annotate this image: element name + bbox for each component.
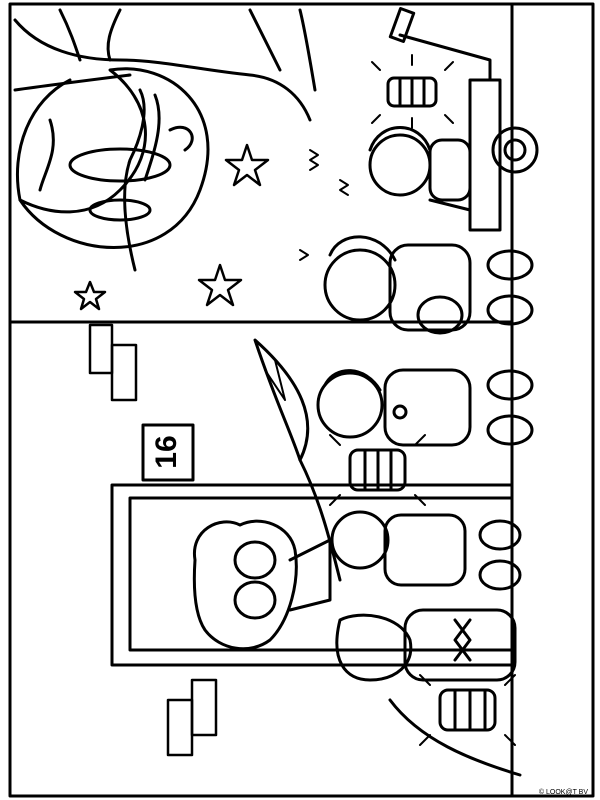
child-fourth [330,510,522,591]
crescent-lantern [253,338,310,462]
lantern-middle [298,434,426,582]
adult-at-door [192,519,332,651]
child-top [368,126,472,212]
house-number: 16 [150,435,183,468]
moon [15,67,210,249]
star-icon [224,143,270,187]
lantern-top [371,54,454,129]
page-border [8,2,595,798]
copyright-text: © LOOK@T BV [538,789,588,796]
front-door [110,483,514,667]
house-number-plate [141,423,195,482]
child-second [323,235,534,335]
stars [73,143,270,311]
lantern-bottom [388,674,522,777]
child-fifth [335,608,517,682]
tree [13,8,317,272]
star-icon [197,263,243,307]
grass [299,149,349,261]
star-icon [73,280,107,311]
child-third [316,368,534,447]
bricks [88,323,218,757]
